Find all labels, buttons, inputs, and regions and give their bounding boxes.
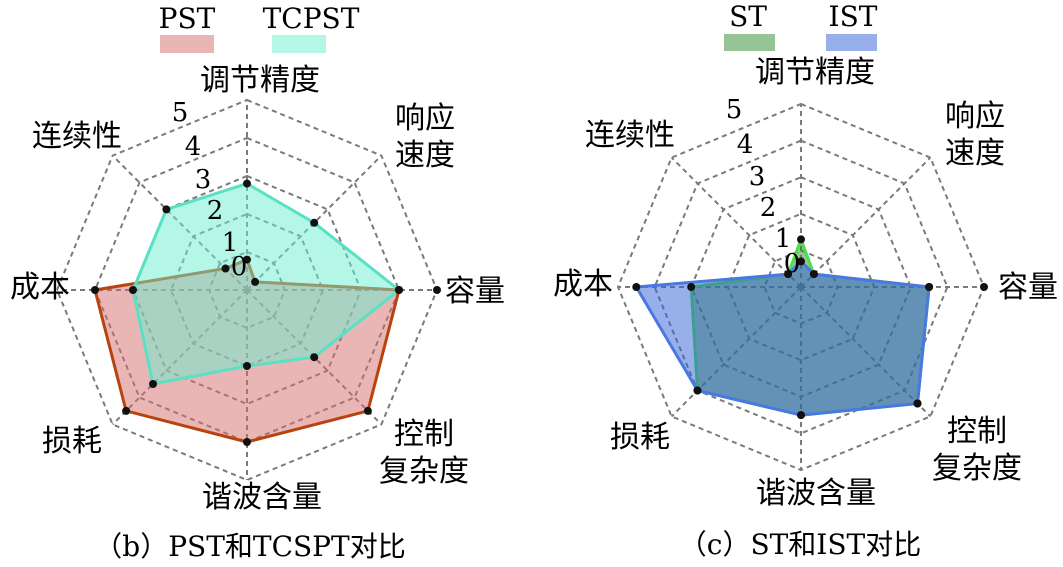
axis-label-line: 响应 — [395, 101, 455, 136]
grid-spoke-7 — [670, 156, 802, 288]
scale-tick-label: 2 — [207, 196, 224, 226]
data-point-pst-4 — [243, 438, 251, 446]
data-point-tcpst-6 — [129, 286, 137, 294]
axis-label: 连续性 — [585, 118, 675, 153]
axis-label: 损耗 — [610, 420, 670, 455]
axis-label-line: 控制 — [947, 414, 1007, 449]
data-point-st-0 — [797, 235, 805, 244]
axis-label: 谐波含量 — [756, 476, 876, 511]
scale-tick-label: 1 — [222, 228, 239, 258]
legend-swatch-tcpst — [272, 35, 326, 53]
scale-tick-label: 5 — [172, 98, 189, 128]
legend-label-st: ST — [729, 0, 767, 33]
scale-tick-label: 0 — [784, 249, 801, 279]
axis-label-line: 连续性 — [32, 119, 122, 154]
scale-tick-label: 4 — [185, 132, 202, 162]
axis-label-line: 复杂度 — [932, 451, 1022, 486]
data-point-tcpst-2 — [395, 286, 403, 294]
legend-label-pst: PST — [159, 2, 216, 35]
data-point-ist-2 — [925, 283, 934, 291]
data-point-pst-0 — [243, 255, 251, 264]
scale-tick-label: 0 — [231, 252, 248, 282]
axis-label-line: 损耗 — [42, 424, 102, 459]
axis-label-line: 成本 — [553, 267, 613, 302]
axis-label-line: 调节精度 — [200, 63, 320, 98]
data-point-tcpst-4 — [243, 362, 251, 370]
series-area-ist — [634, 259, 931, 417]
grid-ring-4 — [93, 136, 401, 444]
data-point-tcpst-7 — [162, 205, 171, 214]
data-point-ist-5 — [693, 386, 702, 395]
data-point-tcpst-0 — [243, 179, 251, 188]
axis-label: 谐波含量 — [202, 480, 322, 515]
axis-label-line: 复杂度 — [379, 454, 469, 489]
axis-label-line: 损耗 — [610, 420, 670, 455]
axis-label-line: 速度 — [945, 136, 1005, 171]
scale-tick-label: 5 — [726, 95, 743, 125]
axis-label: 容量 — [998, 270, 1058, 305]
axis-end-dot — [980, 283, 988, 291]
data-point-tcpst-3 — [310, 353, 319, 362]
data-point-ist-1 — [809, 270, 818, 279]
axis-label-line: 连续性 — [585, 118, 675, 153]
axis-label-line: 谐波含量 — [756, 476, 876, 511]
axis-label: 损耗 — [42, 424, 102, 459]
axis-label-line: 容量 — [998, 270, 1058, 305]
axis-label: 成本 — [10, 270, 70, 305]
axis-label-line: 成本 — [10, 270, 70, 305]
data-point-pst-1 — [251, 277, 260, 286]
axis-label-line: 容量 — [445, 274, 505, 309]
axis-label-line: 谐波含量 — [202, 480, 322, 515]
data-point-ist-7 — [784, 270, 793, 279]
panel-caption: （b）PST和TCSPT对比 — [94, 530, 405, 563]
data-point-pst-6 — [91, 286, 99, 294]
legend-swatch-ist — [826, 34, 877, 51]
axis-label: 控制复杂度 — [379, 417, 469, 489]
panel-caption: （c）ST和IST对比 — [679, 528, 921, 561]
scale-tick-label: 3 — [749, 162, 766, 192]
axis-label-line: 控制 — [394, 417, 454, 452]
scale-tick-label: 1 — [775, 224, 792, 254]
scale-tick-label: 3 — [195, 165, 212, 195]
data-point-ist-6 — [632, 283, 641, 291]
grid-ring-5 — [55, 98, 439, 482]
data-point-pst-5 — [122, 406, 131, 415]
scale-tick-label: 2 — [760, 193, 777, 223]
data-point-pst-3 — [363, 406, 372, 415]
axis-label: 成本 — [553, 267, 613, 302]
data-point-ist-0 — [797, 257, 805, 266]
axis-label: 调节精度 — [200, 63, 320, 98]
data-point-st-6 — [687, 283, 696, 291]
data-point-pst-7 — [221, 264, 230, 273]
scale-tick-label: 4 — [737, 130, 754, 160]
axis-label: 调节精度 — [755, 55, 875, 90]
axis-label-line: 响应 — [945, 99, 1005, 134]
legend-label-ist: IST — [829, 0, 878, 33]
legend-label-tcpst: TCPST — [263, 2, 360, 35]
axis-label: 连续性 — [32, 119, 122, 154]
axis-label: 响应速度 — [945, 99, 1005, 171]
legend-swatch-st — [724, 34, 775, 51]
axis-label: 响应速度 — [395, 101, 455, 173]
data-point-tcpst-1 — [310, 218, 319, 227]
grid-ring-2 — [726, 212, 876, 362]
axis-label-line: 速度 — [395, 138, 455, 173]
data-point-ist-3 — [913, 399, 922, 408]
axis-label-line: 调节精度 — [755, 55, 875, 90]
data-point-ist-4 — [797, 411, 805, 420]
data-point-tcpst-5 — [149, 380, 157, 388]
axis-end-dot — [433, 286, 441, 294]
grid-spoke-1 — [800, 156, 932, 288]
axis-label: 容量 — [445, 274, 505, 309]
axis-label: 控制复杂度 — [932, 414, 1022, 486]
legend-swatch-pst — [160, 35, 214, 53]
